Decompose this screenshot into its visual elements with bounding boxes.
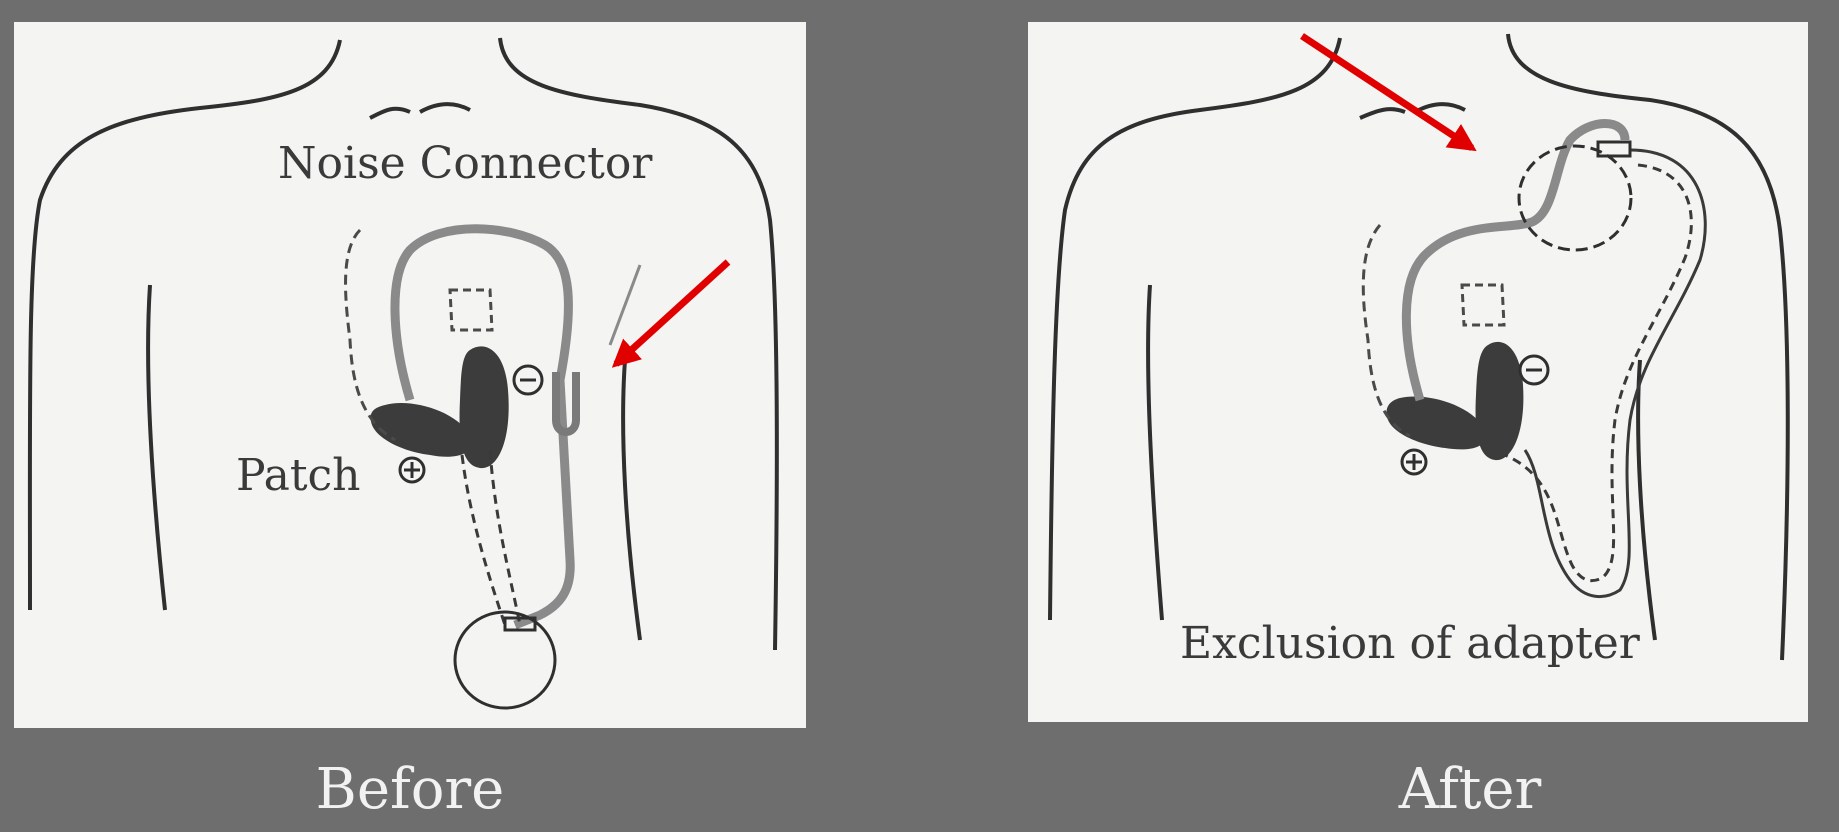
before-panel-background [14,22,806,728]
after-panel-background [1028,22,1808,722]
after-panel: Exclusion of adapter After [1028,22,1808,822]
after-caption: After [1398,757,1542,822]
before-panel: Noise Connector Patch Before [14,22,806,822]
after-adapter-label: Exclusion of adapter [1180,618,1641,669]
before-patch-label: Patch [236,450,361,501]
before-caption: Before [316,757,505,822]
before-connector-label: Noise Connector [278,138,653,189]
